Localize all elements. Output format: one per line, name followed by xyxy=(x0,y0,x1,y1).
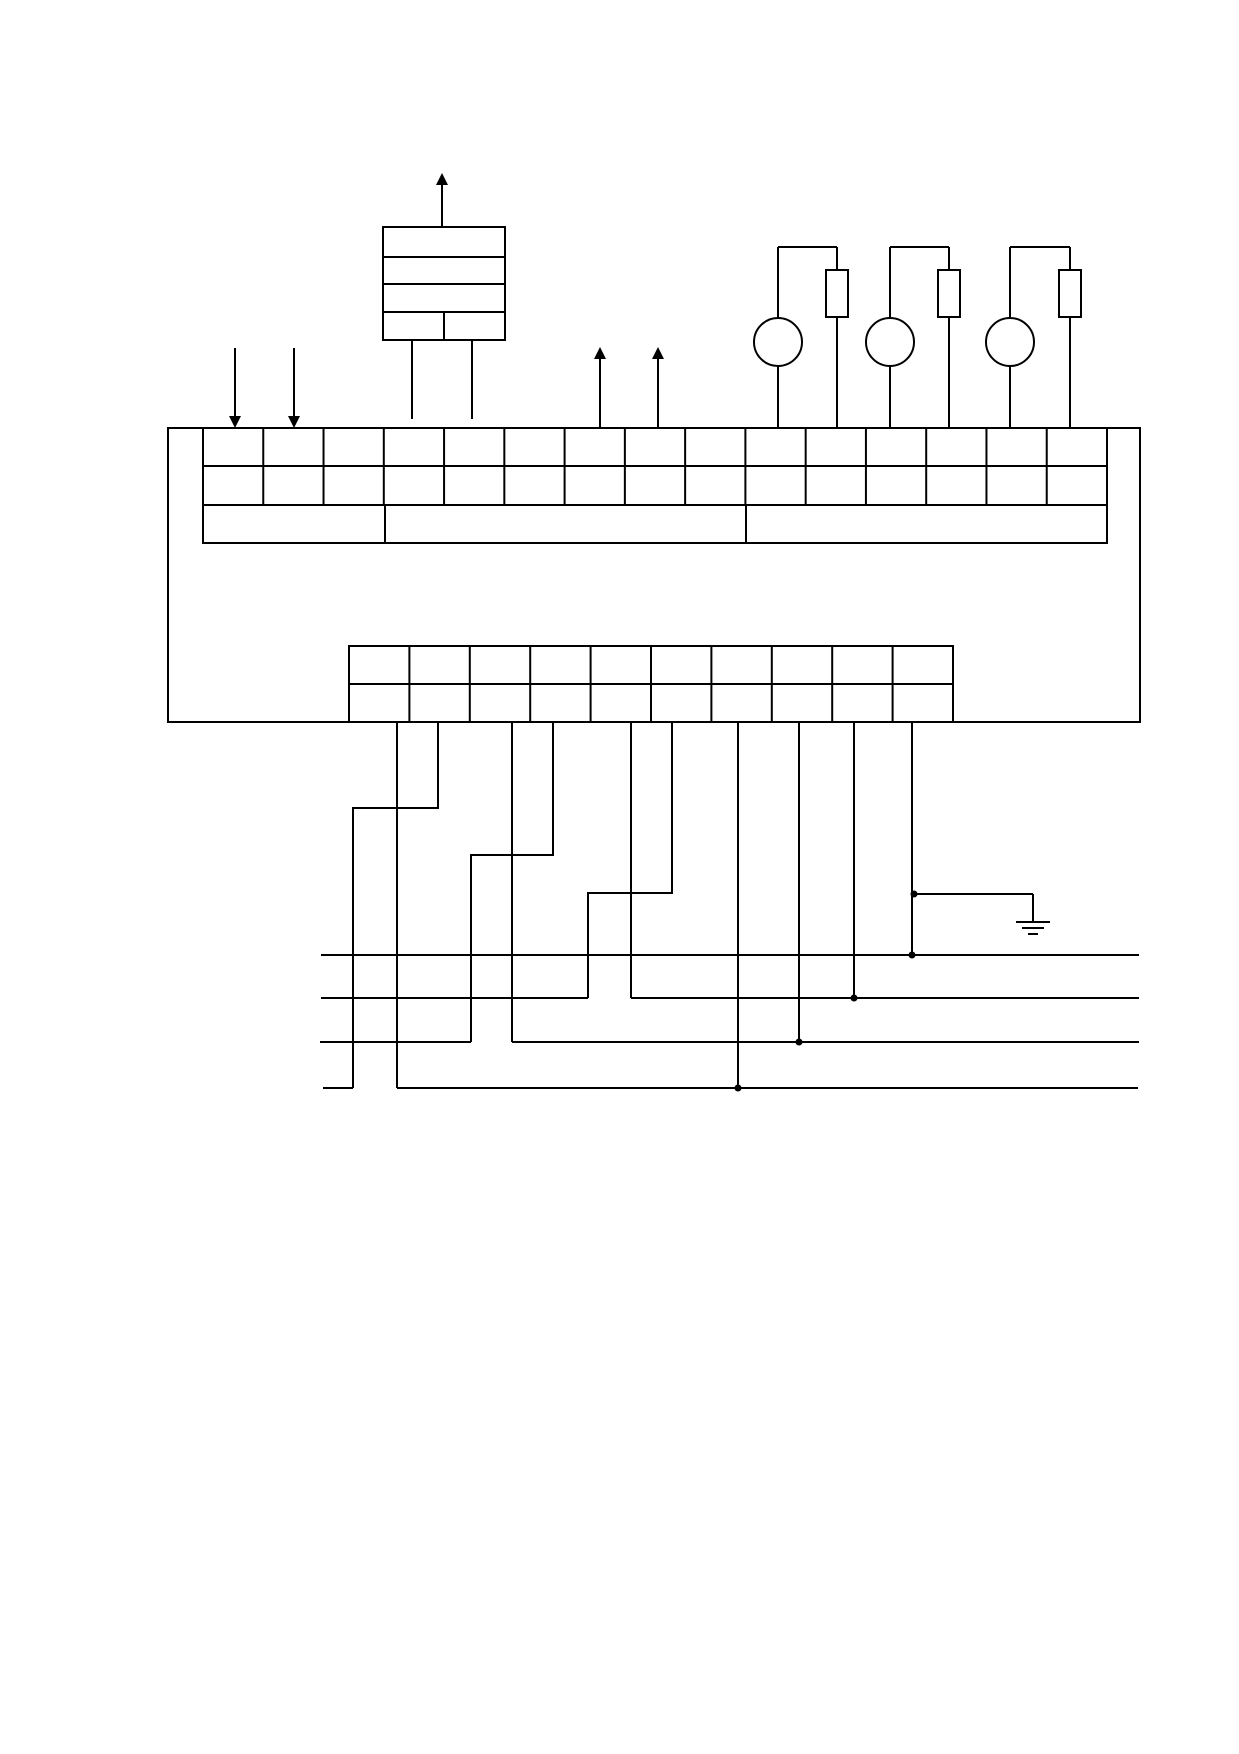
junction-dot xyxy=(850,994,858,1002)
arrow-down-icon xyxy=(288,416,300,428)
output-arrow-1 xyxy=(594,347,606,428)
input-arrow-2 xyxy=(288,348,300,428)
circle-sensor-icon xyxy=(865,317,915,367)
arrow-down-icon xyxy=(229,416,241,428)
arrow-up-icon xyxy=(652,347,664,359)
junction-dot xyxy=(795,1038,803,1046)
resistor-icon xyxy=(937,269,961,318)
wire-1 xyxy=(352,722,439,1088)
resistor-icon xyxy=(1058,269,1082,318)
arrow-up-icon xyxy=(436,173,448,185)
ground-icon xyxy=(914,893,1050,935)
upper-terminal-strip xyxy=(202,427,1108,544)
upper-strip-outline xyxy=(202,427,1108,544)
sensor-1 xyxy=(753,246,849,428)
upper-strip-column-dividers xyxy=(262,428,1048,505)
junction-dot xyxy=(734,1084,742,1092)
lower-terminal-strip xyxy=(348,645,954,723)
resistor-icon xyxy=(825,269,849,318)
sensor-3 xyxy=(985,246,1082,428)
junction-dot xyxy=(908,951,916,959)
input-arrow-1 xyxy=(229,348,241,428)
supply-bus xyxy=(320,954,1139,1089)
circle-sensor-icon xyxy=(985,317,1035,367)
arrow-up-icon xyxy=(594,347,606,359)
sensor-2 xyxy=(865,246,961,428)
relay-block-icon xyxy=(382,173,506,419)
bus-wiring xyxy=(352,722,913,1088)
enclosure-frame xyxy=(167,427,1141,723)
circle-sensor-icon xyxy=(753,317,803,367)
lower-strip-column-dividers xyxy=(408,646,894,722)
junctions xyxy=(734,890,918,1092)
output-arrow-2 xyxy=(652,347,664,428)
